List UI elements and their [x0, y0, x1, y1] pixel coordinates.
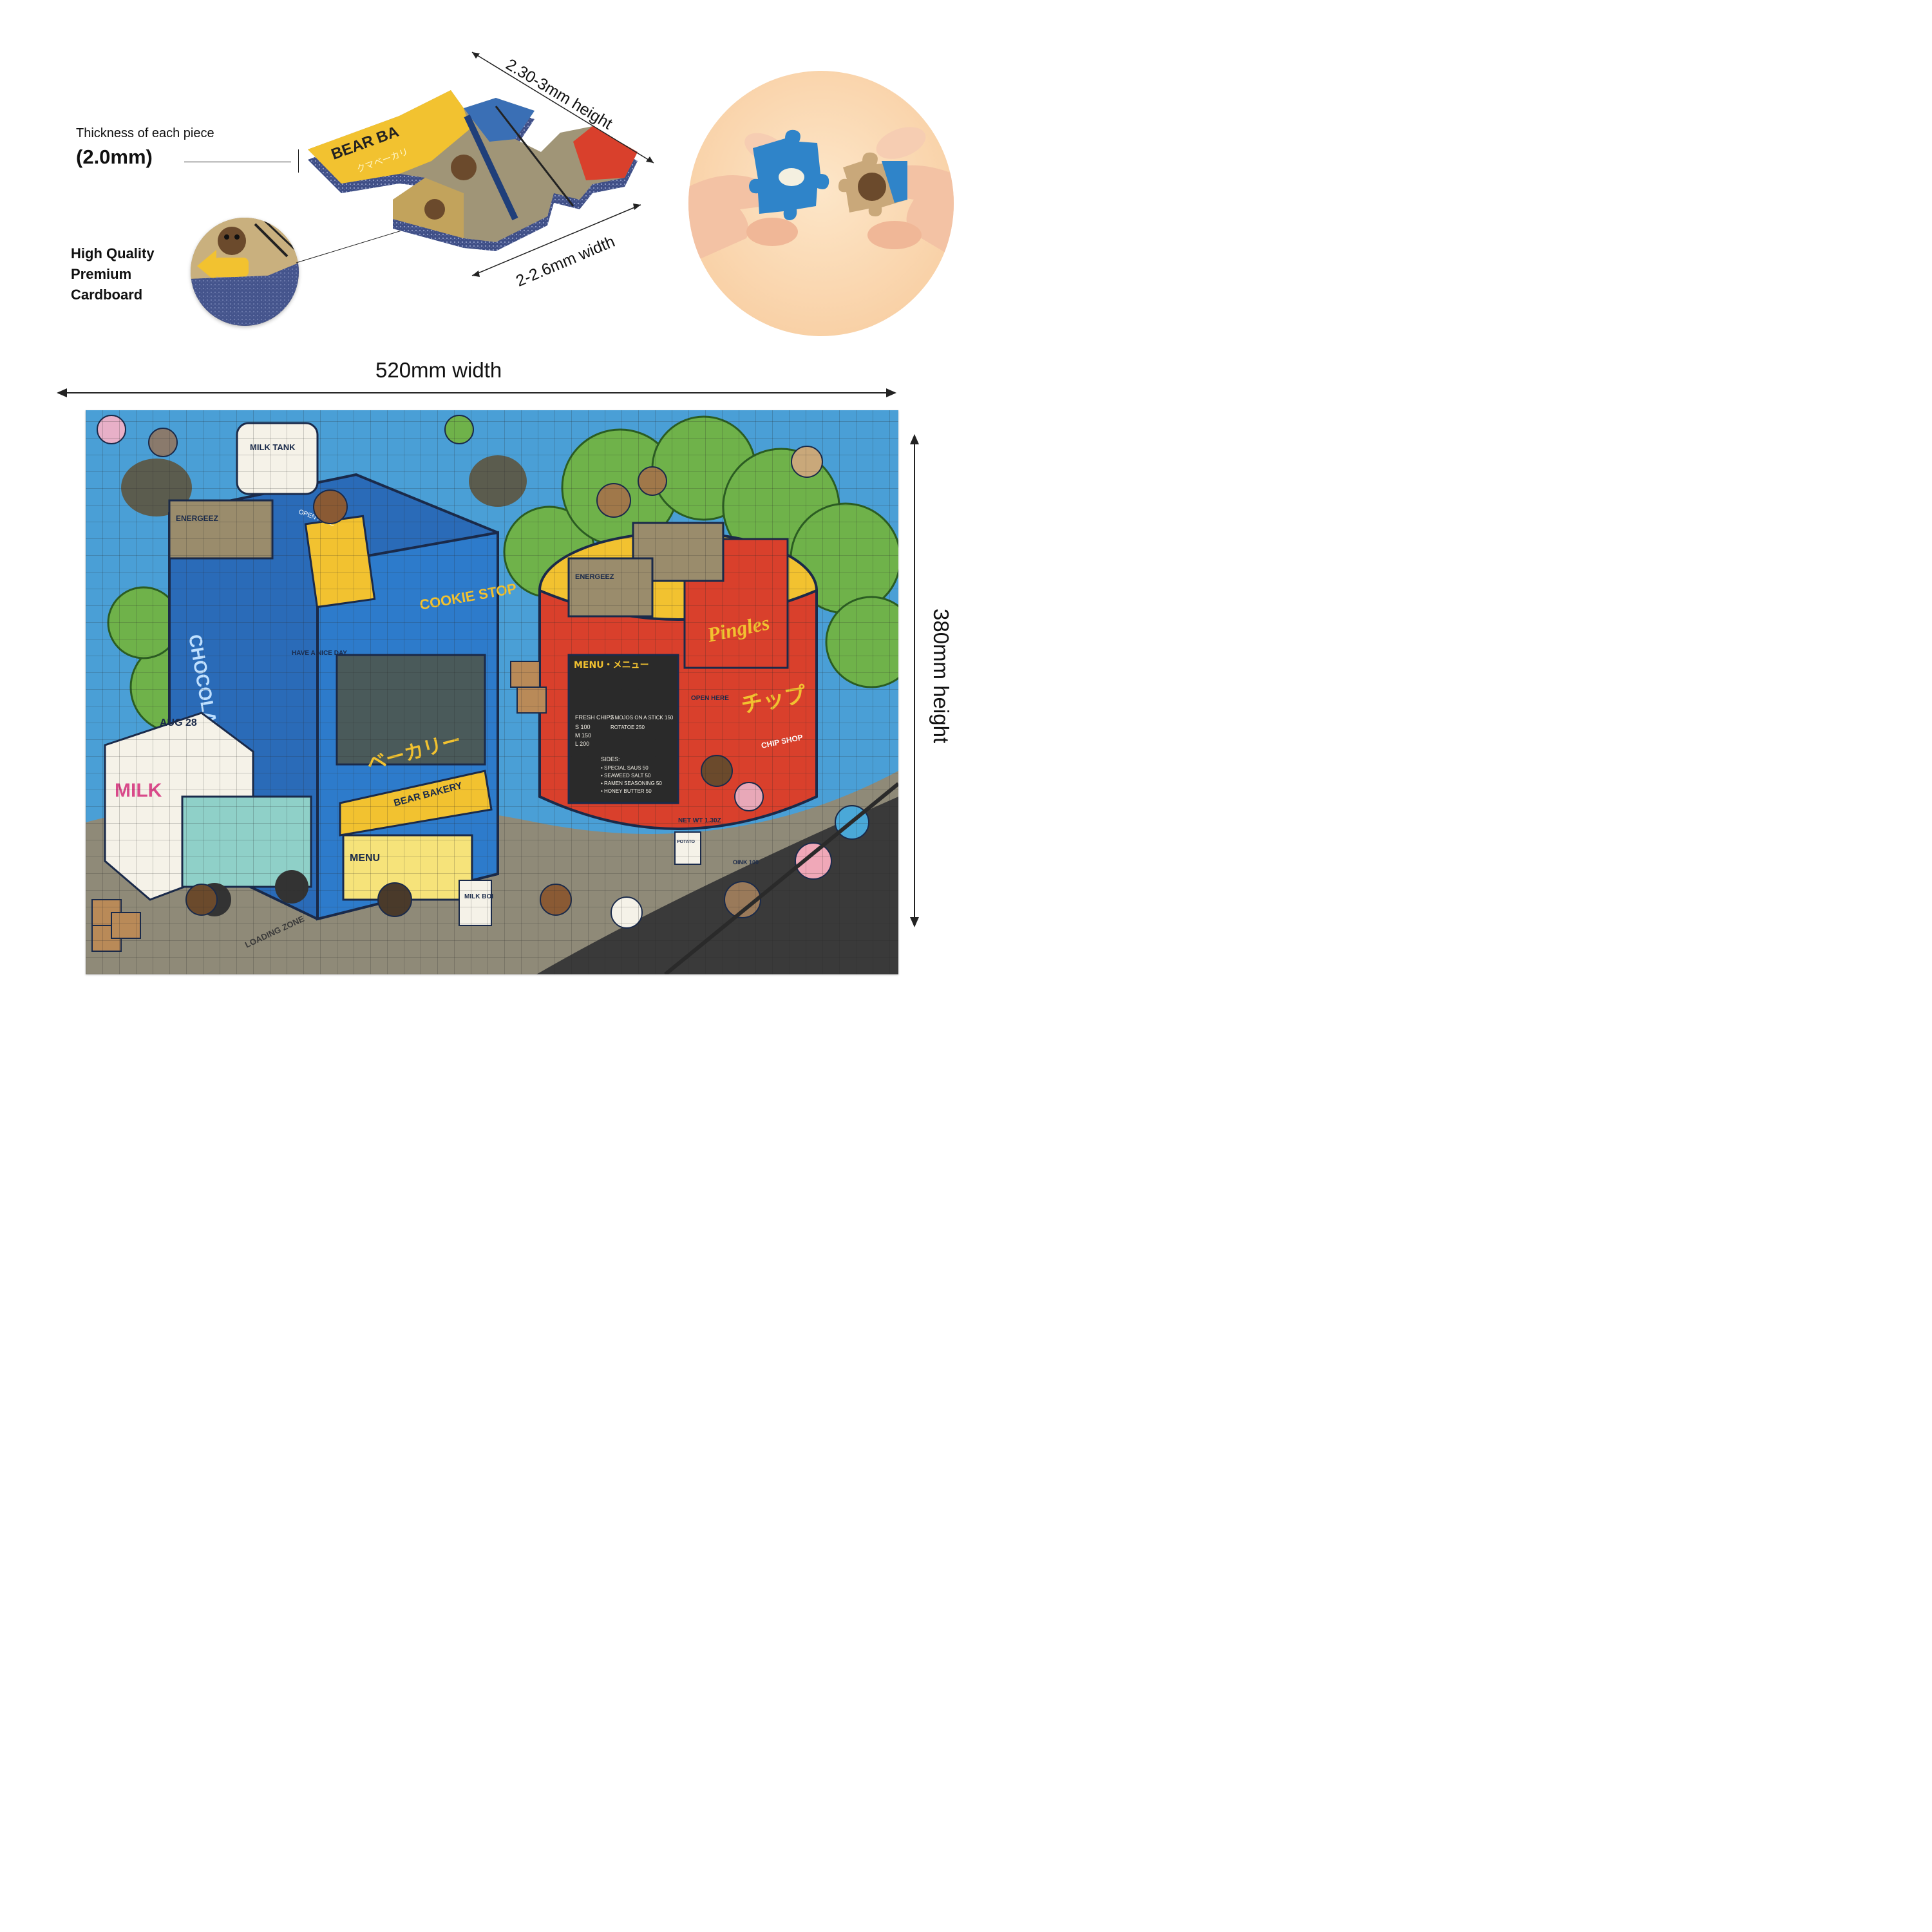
quality-line-3: Cardboard	[71, 287, 143, 303]
puzzle-menu-l: L 200	[575, 741, 589, 747]
puzzle-menu-side-4: • HONEY BUTTER 50	[601, 788, 652, 794]
thickness-value: (2.0mm)	[76, 146, 153, 168]
thickness-indicator	[298, 149, 299, 173]
puzzle-menu-sides: SIDES:	[601, 756, 620, 762]
puzzle-menu-fresh: FRESH CHIPS	[575, 714, 614, 721]
puzzle-net-wt: NET WT 1.30Z	[678, 817, 721, 824]
puzzle-oink: OINK 100	[733, 859, 759, 866]
puzzle-milk: MILK	[115, 780, 162, 801]
puzzle-potato-sign: POTATO	[677, 840, 696, 844]
hands-photo	[688, 71, 954, 336]
puzzle-aug: AUG 28	[160, 717, 197, 728]
puzzle-menu-board-title: MENU・メニュー	[574, 660, 649, 670]
quality-line-1: High Quality	[71, 245, 155, 261]
puzzle-menu-mojos: 2 MOJOS ON A STICK 150	[611, 715, 674, 721]
puzzle-height-label: 380mm height	[929, 609, 953, 744]
cardboard-magnifier	[191, 218, 299, 326]
quality-line-2: Premium	[71, 266, 132, 282]
quality-label: High Quality Premium Cardboard	[71, 243, 155, 305]
puzzle-menu-s: S 100	[575, 724, 591, 730]
puzzle-energeez-right: ENERGEEZ	[575, 573, 614, 581]
piece-height-arrow	[471, 52, 654, 164]
puzzle-piece: BEAR BA クマベーカリ	[308, 90, 638, 251]
puzzle-width-label: 520mm width	[375, 358, 502, 382]
puzzle-menu-side-1: • SPECIAL SAUS 50	[601, 765, 649, 771]
puzzle-height-arrow	[910, 434, 919, 927]
piece-width-arrow	[471, 204, 641, 277]
puzzle-menu-m: M 150	[575, 732, 591, 739]
thickness-label: Thickness of each piece	[76, 126, 214, 140]
puzzle-menu-side-2: • SEAWEED SALT 50	[601, 773, 651, 779]
assembled-puzzle: ENERGEEZ MILK TANK OPEN HERE CHOCOLATE ベ…	[86, 410, 898, 974]
puzzle-menu-side-3: • RAMEN SEASONING 50	[601, 781, 662, 786]
puzzle-milk-boi: MILK BOI	[464, 893, 493, 900]
puzzle-open-here-can: OPEN HERE	[691, 695, 729, 702]
puzzle-energeez-left: ENERGEEZ	[176, 514, 218, 523]
puzzle-menu-rotatoe: ROTATOE 250	[611, 724, 645, 730]
puzzle-have-nice-day: HAVE A NICE DAY	[292, 650, 347, 657]
magnifier-leader-line	[296, 225, 419, 263]
puzzle-milk-tank: MILK TANK	[250, 442, 296, 452]
puzzle-width-arrow	[57, 388, 896, 397]
puzzle-menu: MENU	[350, 853, 380, 864]
